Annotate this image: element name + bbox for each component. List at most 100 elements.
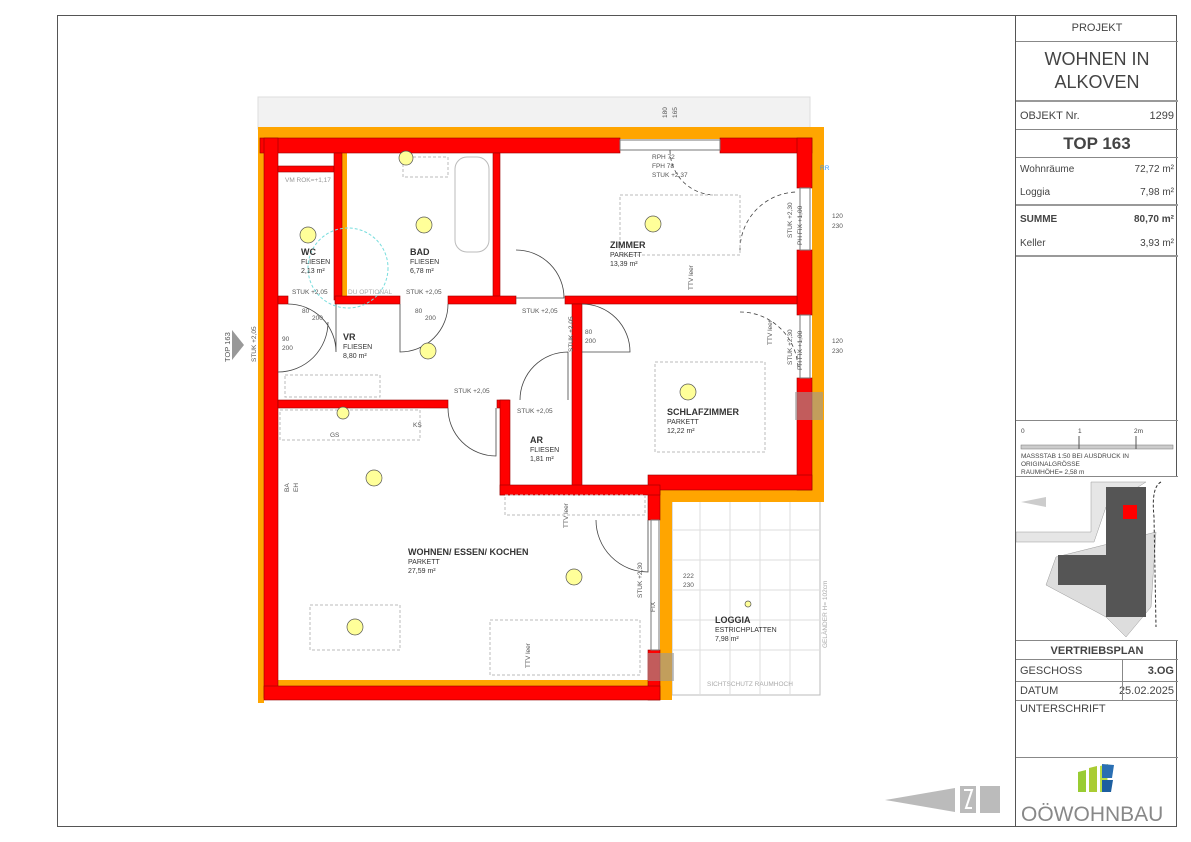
svg-text:SICHTSCHUTZ RAUMHOCH: SICHTSCHUTZ RAUMHOCH [707,681,793,688]
svg-text:STUK +2,05: STUK +2,05 [517,408,553,415]
svg-text:BA: BA [284,483,291,492]
gravel-area [257,96,811,130]
objekt-row: OBJEKT Nr.1299 [1016,102,1178,130]
svg-text:FPH 78: FPH 78 [652,163,674,170]
room-vr: VR FLIESEN 8,80 m² [343,332,372,360]
svg-text:120: 120 [832,213,843,220]
svg-text:200: 200 [425,315,436,322]
svg-text:DU OPTIONAL: DU OPTIONAL [348,289,392,296]
svg-text:12,22 m²: 12,22 m² [667,428,695,435]
annotations: VM ROK=+1,17 DU OPTIONAL STUK +2,05 STUK… [251,107,843,688]
svg-text:STUK +2,30: STUK +2,30 [787,202,794,238]
svg-text:MASSSTAB 1:50 BEI AUSDRUCK: MASSSTAB 1:50 BEI AUSDRUCK IN [1021,453,1129,460]
page-frame [57,15,1177,827]
svg-text:8,80 m²: 8,80 m² [343,353,367,360]
svg-text:200: 200 [282,345,293,352]
svg-text:KS: KS [413,422,422,429]
svg-text:RAUMHÖHE= 2,58 m: RAUMHÖHE= 2,58 m [1021,468,1084,476]
projekt-label: PROJEKT [1016,15,1178,42]
svg-text:200: 200 [585,338,596,345]
unterschrift-row: UNTERSCHRIFT [1016,701,1178,758]
svg-text:80: 80 [585,329,593,336]
svg-text:TTV leer: TTV leer [563,502,570,528]
svg-text:PARKETT: PARKETT [610,252,642,259]
svg-text:0: 0 [1021,428,1025,435]
svg-text:EH: EH [293,483,300,492]
svg-text:STUK +2,05: STUK +2,05 [406,289,442,296]
room-zimmer: ZIMMER PARKETT 13,39 m² [610,240,646,268]
svg-text:PARKETT: PARKETT [667,419,699,426]
svg-text:230: 230 [832,348,843,355]
svg-text:STUK +2,05: STUK +2,05 [251,326,258,362]
svg-text:6,78 m²: 6,78 m² [410,268,434,275]
svg-text:120: 120 [832,338,843,345]
svg-text:OÖWOHNBAU: OÖWOHNBAU [1021,803,1163,826]
oewohnbau-logo: OÖWOHNBAU [1016,758,1178,826]
svg-text:2m: 2m [1134,428,1143,435]
svg-text:VM ROK=+1,17: VM ROK=+1,17 [285,177,331,184]
svg-text:PH FIX +1,00: PH FIX +1,00 [797,330,804,370]
svg-text:7,98 m²: 7,98 m² [715,636,739,643]
svg-text:230: 230 [832,223,843,230]
svg-text:STUK +2,37: STUK +2,37 [652,172,688,179]
svg-text:PH FIX +1,00: PH FIX +1,00 [797,205,804,245]
svg-text:FIX: FIX [650,601,657,612]
svg-text:ESTRICHPLATTEN: ESTRICHPLATTEN [715,627,777,634]
room-wohnen: WOHNEN/ ESSEN/ KOCHEN PARKETT 27,59 m² [408,547,529,575]
site-map [1016,477,1178,640]
svg-text:FLIESEN: FLIESEN [410,259,439,266]
svg-text:LOGGIA: LOGGIA [715,615,751,625]
svg-text:1: 1 [1078,428,1082,435]
svg-text:STUK +2,05: STUK +2,05 [292,289,328,296]
svg-text:GS: GS [330,432,340,439]
svg-text:VR: VR [343,332,356,342]
svg-text:STUK +2,05: STUK +2,05 [568,316,575,352]
room-loggia: LOGGIA ESTRICHPLATTEN 7,98 m² [715,615,777,643]
svg-text:BAD: BAD [410,247,430,257]
svg-text:ZIMMER: ZIMMER [610,240,646,250]
svg-text:FLIESEN: FLIESEN [301,259,330,266]
svg-text:RPH 72: RPH 72 [652,154,675,161]
plan-type: VERTRIEBSPLAN [1016,640,1178,660]
svg-text:80: 80 [302,308,310,315]
svg-text:200: 200 [312,315,323,322]
svg-text:STUK +2,30: STUK +2,30 [637,562,644,598]
svg-text:FLIESEN: FLIESEN [343,344,372,351]
svg-text:FLIESEN: FLIESEN [530,447,559,454]
svg-text:GELÄNDER H= 102cm: GELÄNDER H= 102cm [821,581,829,648]
svg-text:TTV leer: TTV leer [688,264,695,290]
svg-text:STUK +2,30: STUK +2,30 [787,329,794,365]
svg-text:SCHLAFZIMMER: SCHLAFZIMMER [667,407,739,417]
svg-text:90: 90 [282,336,290,343]
svg-text:27,59 m²: 27,59 m² [408,568,436,575]
svg-text:222: 222 [683,573,694,580]
svg-text:TTV leer: TTV leer [767,319,774,345]
shaft-markers [648,392,823,681]
svg-text:WC: WC [301,247,316,257]
svg-text:165: 165 [672,107,679,118]
unit-marker: TOP 163 [223,330,244,362]
svg-text:PARKETT: PARKETT [408,559,440,566]
svg-text:13,39 m²: 13,39 m² [610,261,638,268]
room-bad: BAD FLIESEN 6,78 m² [410,247,439,275]
svg-text:STUK +2,05: STUK +2,05 [454,388,490,395]
svg-text:1,81 m²: 1,81 m² [530,456,554,463]
room-schlafzimmer: SCHLAFZIMMER PARKETT 12,22 m² [667,407,739,435]
svg-text:WOHNEN/ ESSEN/ KOCHEN: WOHNEN/ ESSEN/ KOCHEN [408,547,529,557]
svg-text:TOP 163: TOP 163 [223,332,232,362]
svg-text:RR: RR [820,165,830,172]
loggia-floor [671,499,821,696]
svg-text:ORIGINALGRÖSSE: ORIGINALGRÖSSE [1021,460,1081,468]
svg-text:TTV leer: TTV leer [525,642,532,668]
top-number: TOP 163 [1016,130,1178,158]
